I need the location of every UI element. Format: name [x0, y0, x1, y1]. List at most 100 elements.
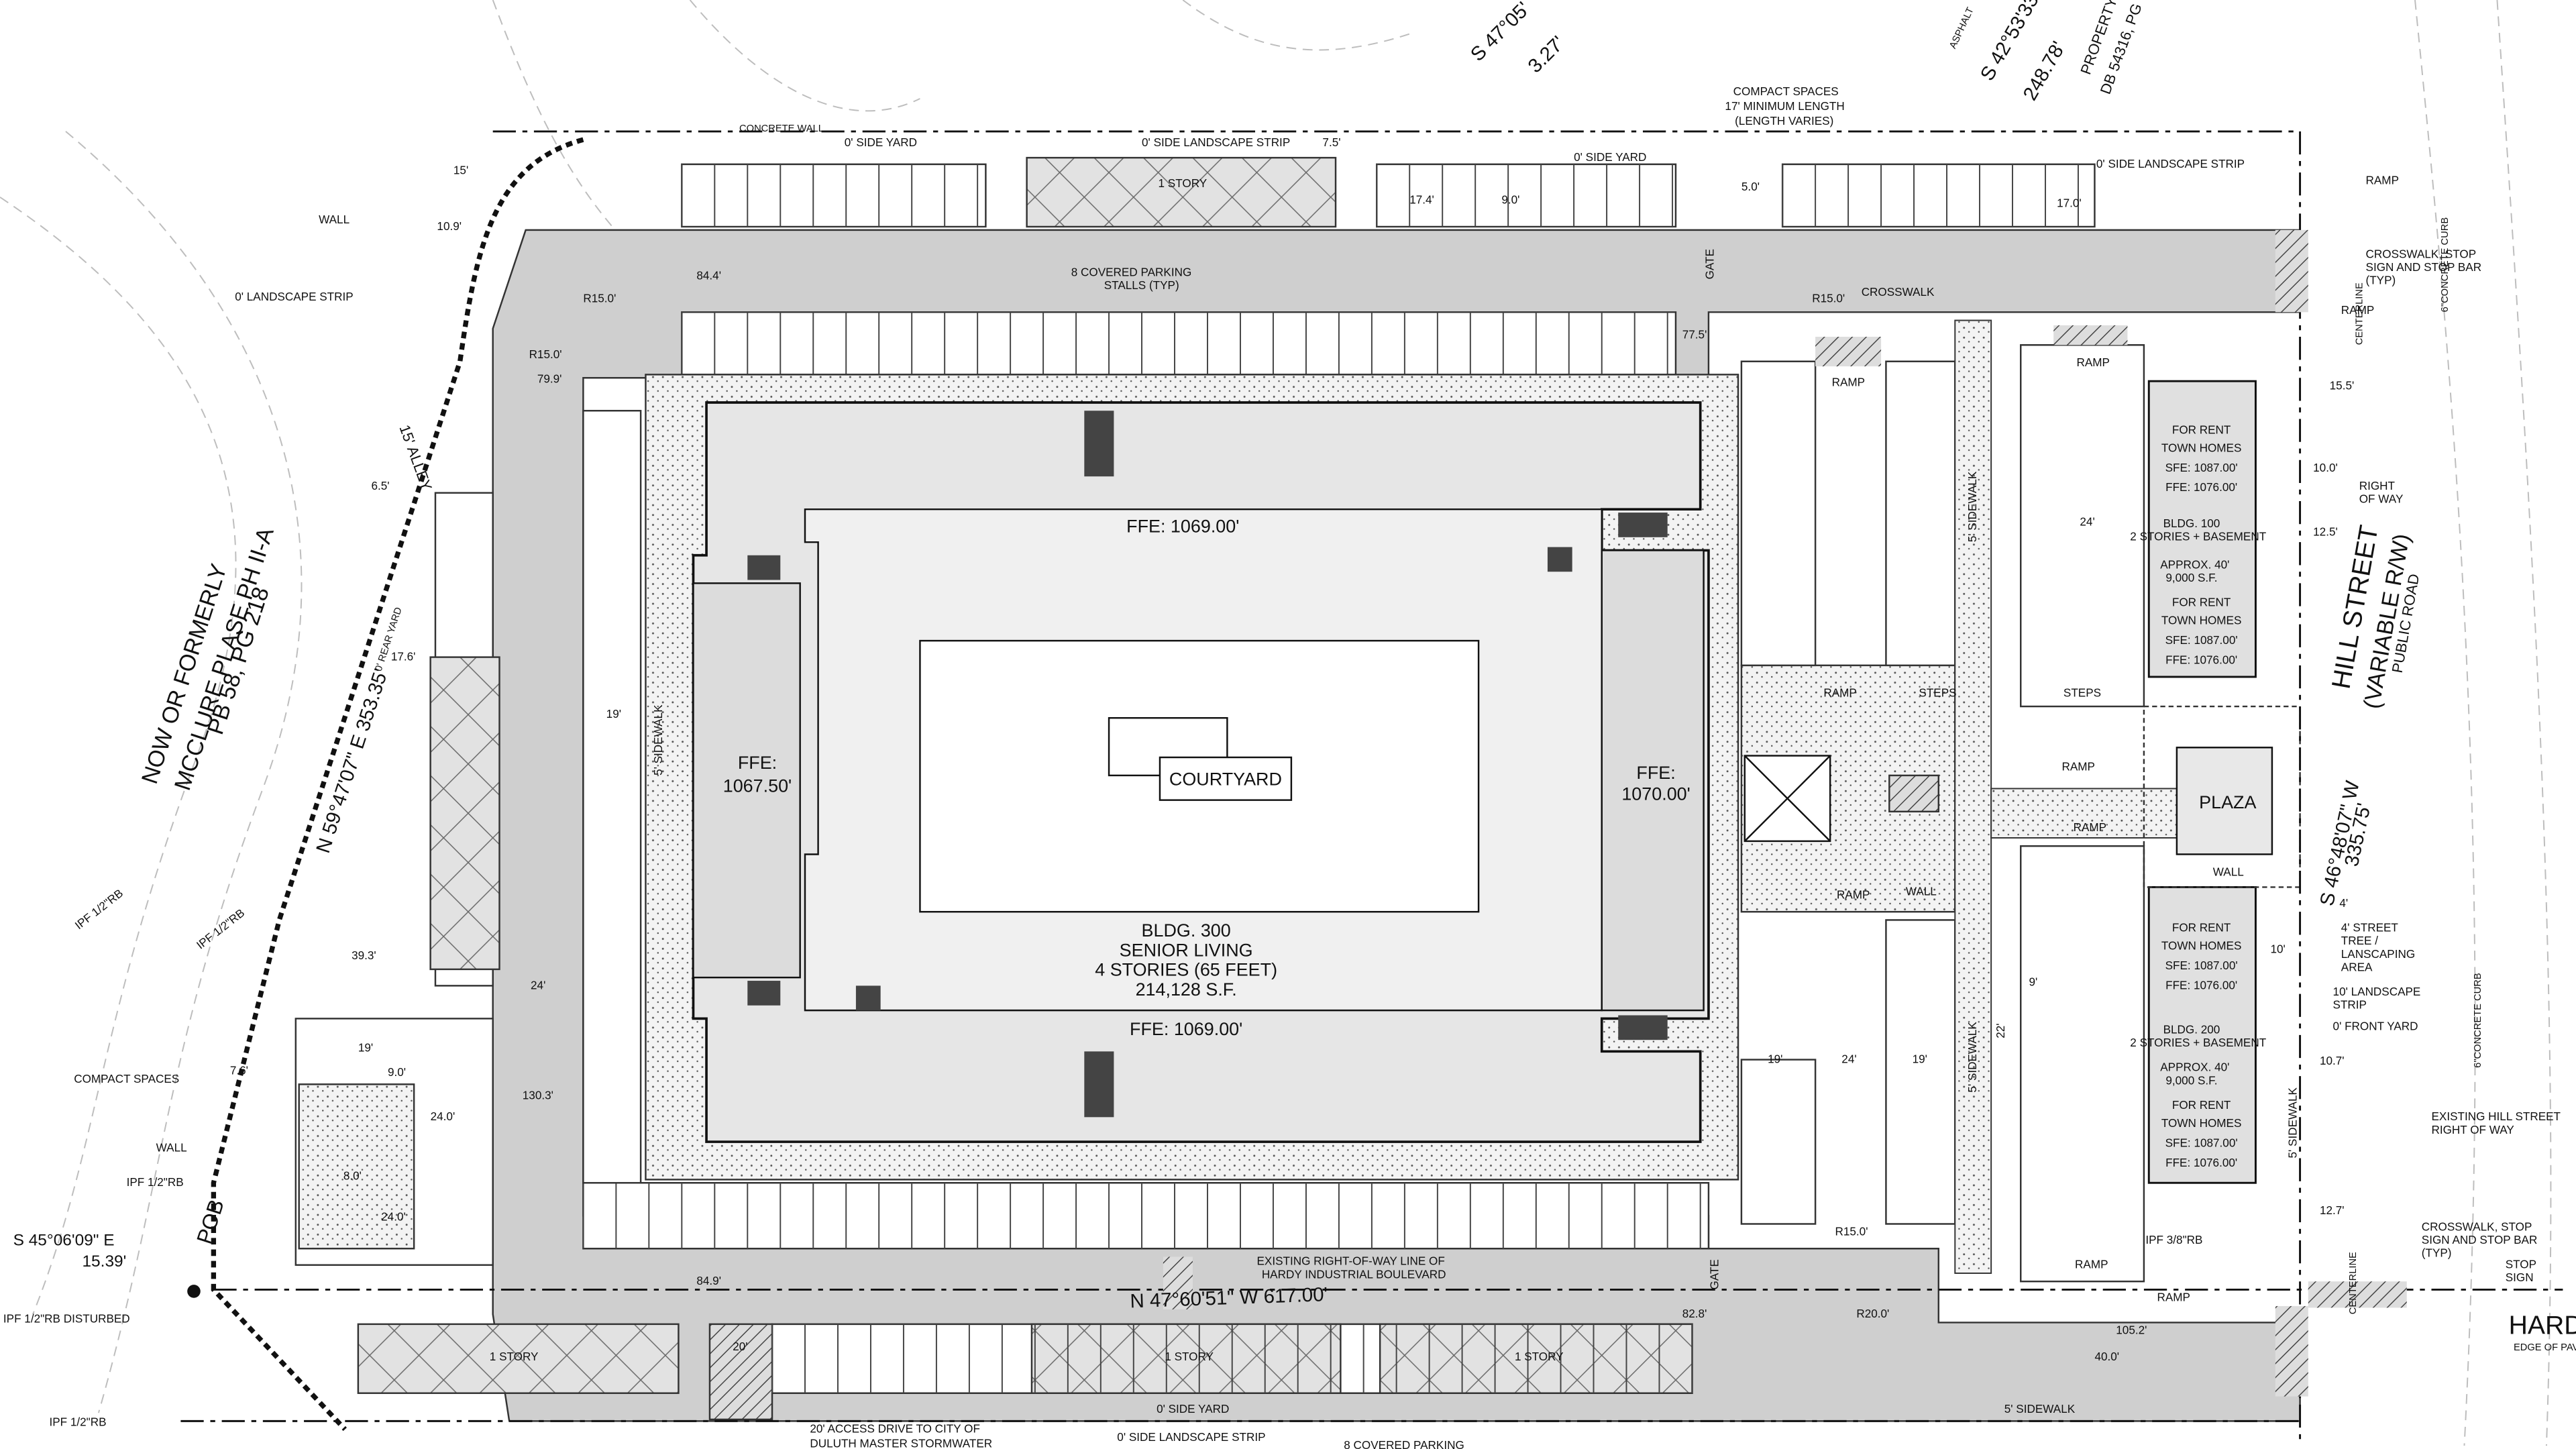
- th1-bldg: BLDG. 100: [2163, 517, 2220, 530]
- th3-sf: 9,000 S.F.: [2165, 1073, 2217, 1087]
- ramp-3: RAMP: [1823, 686, 1856, 699]
- dim-17-4: 17.4': [1409, 193, 1434, 207]
- wall-callout-3: WALL: [1906, 885, 1937, 898]
- bearing-sw-2: 15.39': [82, 1252, 126, 1271]
- dim-12-5: 12.5': [2313, 525, 2338, 538]
- dim-24-1: 24': [531, 978, 545, 991]
- dimension-labels: 17.4' 9.0' 5.0' 17.0' 7.5' 15' 10.9' 84.…: [230, 136, 2354, 1363]
- gate-bottom: GATE: [1708, 1259, 1721, 1289]
- dim-5-0: 5.0': [1741, 180, 1760, 193]
- steps-2: STEPS: [2063, 686, 2101, 699]
- th3-stories: 2 STORIES + BASEMENT: [2130, 1036, 2266, 1049]
- sidewalks: [1954, 319, 2190, 1274]
- centerline-1: CENTERLINE: [2355, 282, 2365, 345]
- dim-40-0: 40.0': [2094, 1350, 2119, 1363]
- crosswalk-stop-2a: SIGN AND STOP BAR: [2366, 260, 2482, 274]
- one-story-top: 1 STORY: [1159, 176, 1208, 190]
- crosswalk-label: CROSSWALK: [1862, 285, 1935, 299]
- building-name: BLDG. 300: [1142, 920, 1231, 941]
- steps-1: STEPS: [1919, 686, 1956, 699]
- th4-sfe: SFE: 1087.00': [2165, 1136, 2238, 1149]
- building-stories: 4 STORIES (65 FEET): [1095, 960, 1277, 980]
- ramp-7: RAMP: [2075, 1258, 2108, 1271]
- th3-ffe: FFE: 1076.00': [2165, 978, 2237, 991]
- access-drive: [708, 1323, 773, 1421]
- access-drive-1: 20' ACCESS DRIVE TO CITY OF: [810, 1422, 980, 1436]
- th2-town-homes: TOWN HOMES: [2161, 614, 2242, 627]
- covered-parking-1: 8 COVERED PARKING: [1071, 265, 1192, 278]
- access-drive-2: DULUTH MASTER STORMWATER: [810, 1437, 992, 1449]
- ramp-ne-2: RAMP: [2341, 303, 2374, 317]
- existing-row-label-1: EXISTING RIGHT-OF-WAY LINE OF: [1256, 1254, 1444, 1268]
- ramp-2: RAMP: [1832, 376, 1865, 389]
- side-landscape-3: 0' SIDE LANDSCAPE STRIP: [1117, 1430, 1265, 1444]
- th3-sfe: SFE: 1087.00': [2165, 959, 2238, 972]
- sidewalk-label-5: 5' SIDEWALK: [2004, 1402, 2076, 1415]
- dim-10-9: 10.9': [437, 219, 462, 233]
- pob-label: POB: [192, 1196, 229, 1246]
- dim-7-6: 7.6': [230, 1064, 248, 1077]
- ffe-bottom-label: FFE: 1069.00': [1130, 1019, 1242, 1039]
- ramp-1: RAMP: [2077, 356, 2110, 369]
- ipf-1b: IPF 1/2"RB: [194, 906, 247, 952]
- dim-82-8: 82.8': [1682, 1307, 1707, 1320]
- dim-10-7: 10.7': [2320, 1054, 2345, 1067]
- ffe-left-label-2: 1067.50': [723, 775, 792, 796]
- ramp-4: RAMP: [2061, 760, 2094, 773]
- dim-22: 22': [1994, 1023, 2007, 1038]
- dim-r20: R20.0': [1856, 1307, 1889, 1320]
- bearing-sw-1: S 45°06'09" E: [13, 1231, 115, 1249]
- compact-spaces-1: COMPACT SPACES: [1733, 85, 1839, 98]
- th1-stories: 2 STORIES + BASEMENT: [2130, 530, 2266, 543]
- bearing-top-2: 3.27': [1523, 32, 1569, 77]
- gate-top: GATE: [1703, 249, 1716, 279]
- compact-spaces-sw: [298, 1083, 415, 1250]
- building-wings: [692, 549, 1705, 1012]
- dim-10: 10': [2270, 942, 2285, 955]
- ipf-1d: IPF 1/2"RB: [49, 1415, 106, 1429]
- building-use: SENIOR LIVING: [1120, 940, 1253, 960]
- ffe-left-label-1: FFE:: [738, 753, 777, 773]
- covered-parking-2: STALLS (TYP): [1104, 278, 1179, 292]
- dim-15-5: 15.5': [2330, 378, 2355, 392]
- dim-8-0: 8.0': [343, 1169, 362, 1182]
- dim-17-6: 17.6': [391, 649, 416, 663]
- th3-town-homes: TOWN HOMES: [2161, 939, 2242, 953]
- crosswalk-stop-1a: CROSSWALK, STOP: [2366, 247, 2477, 260]
- street-tree-3: LANSCAPING: [2341, 947, 2415, 961]
- dim-r15-2: R15.0': [529, 347, 562, 361]
- dim-20: 20': [733, 1340, 747, 1353]
- dim-19-3: 19': [1913, 1052, 1927, 1065]
- street-tree-4: AREA: [2341, 960, 2373, 973]
- one-story-b3: 1 STORY: [1515, 1350, 1564, 1363]
- plaza-label: PLAZA: [2199, 792, 2256, 812]
- th4-for-rent: FOR RENT: [2172, 1098, 2231, 1112]
- side-yard-1: 0' SIDE YARD: [845, 136, 917, 149]
- wall-callout-4: WALL: [2213, 865, 2244, 878]
- th1-for-rent: FOR RENT: [2172, 423, 2231, 437]
- asphalt-label: ASPHALT: [1947, 6, 1976, 50]
- dim-9: 9': [2029, 975, 2037, 988]
- dim-12-7: 12.7': [2320, 1203, 2345, 1217]
- dim-19-2: 19': [1768, 1052, 1782, 1065]
- crosswalks: [1163, 229, 2407, 1397]
- crosswalk-stop-3b: (TYP): [2422, 1246, 2452, 1259]
- th4-town-homes: TOWN HOMES: [2161, 1116, 2242, 1130]
- dim-24-0b: 24.0': [381, 1210, 406, 1224]
- side-yard-3: 0' SIDE YARD: [1157, 1402, 1229, 1415]
- ipf-1: IPF 1/2"RB: [72, 886, 125, 932]
- dim-84-4: 84.4': [696, 268, 721, 282]
- compact-spaces-sw: COMPACT SPACES: [74, 1072, 179, 1085]
- street-tree-1: 4' STREET: [2341, 921, 2399, 934]
- stair-cores: [747, 411, 1668, 1118]
- dim-4: 4': [2339, 896, 2348, 910]
- compact-spaces-2: 17' MINIMUM LENGTH: [1725, 99, 1844, 113]
- dim-r15-1: R15.0': [583, 292, 616, 305]
- concrete-wall-label: CONCRETE WALL: [739, 123, 824, 134]
- stop-sign-1: STOP: [2506, 1258, 2536, 1271]
- sidewalk-label-1: 5' SIDEWALK: [1966, 471, 1979, 542]
- th1-sf: 9,000 S.F.: [2165, 571, 2217, 584]
- ipf-2: IPF 1/2"RB DISTURBED: [3, 1311, 130, 1325]
- plaza-area: [1740, 664, 1956, 913]
- wall-callout-2: WALL: [156, 1141, 187, 1155]
